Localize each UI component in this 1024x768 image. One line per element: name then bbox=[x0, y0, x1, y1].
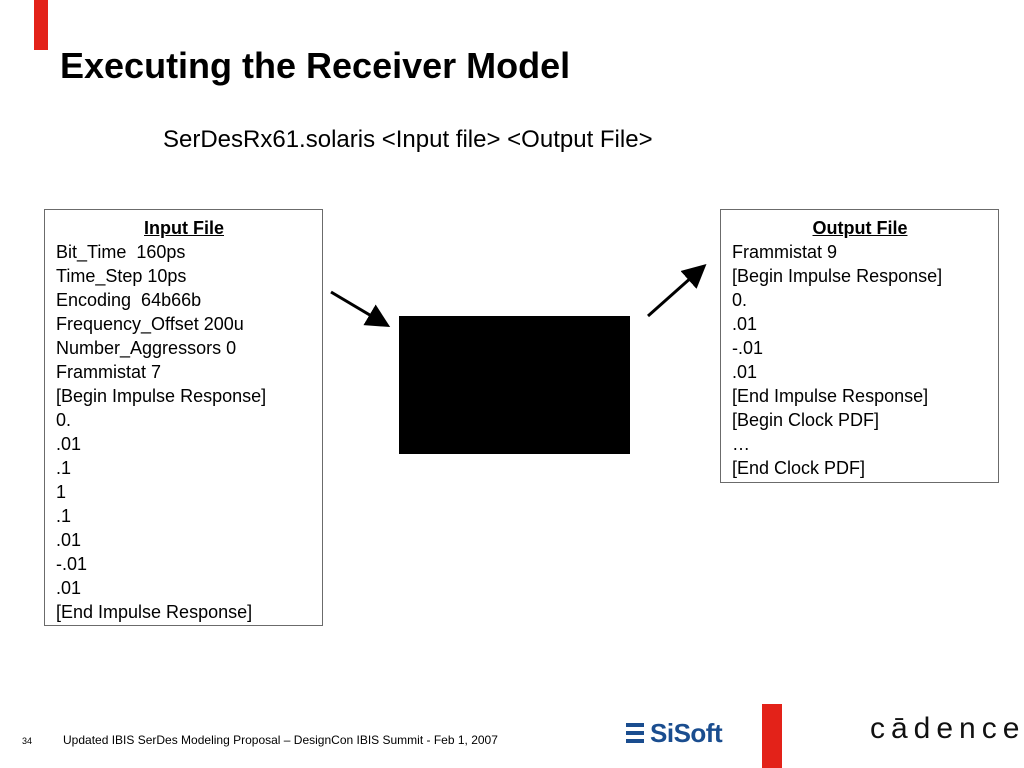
input-file-line: .1 bbox=[56, 506, 72, 526]
output-file-line: .01 bbox=[732, 362, 758, 382]
command-line: SerDesRx61.solaris <Input file> <Output … bbox=[163, 126, 653, 153]
sisoft-logo-text: SiSoft bbox=[650, 717, 723, 748]
output-file-line: [Begin Clock PDF] bbox=[732, 410, 880, 430]
output-file-line: -.01 bbox=[732, 338, 764, 358]
input-file-line: [End Impulse Response] bbox=[56, 602, 253, 622]
slide-title: Executing the Receiver Model bbox=[60, 45, 571, 86]
input-file-line: Number_Aggressors 0 bbox=[56, 338, 237, 358]
input-file-box: Input File Bit_Time 160ps Time_Step 10ps… bbox=[44, 209, 323, 626]
input-file-line: Encoding 64b66b bbox=[56, 290, 202, 310]
output-file-line: [End Clock PDF] bbox=[732, 458, 866, 478]
output-file-line: [End Impulse Response] bbox=[732, 386, 929, 406]
sisoft-logo: SiSoft bbox=[626, 716, 723, 750]
cadence-logo: cādenceTM bbox=[870, 712, 1024, 746]
input-file-line: 0. bbox=[56, 410, 72, 430]
output-file-heading: Output File bbox=[812, 218, 908, 238]
output-file-line: .01 bbox=[732, 314, 758, 334]
output-file-line: … bbox=[732, 434, 750, 454]
output-file-line: 0. bbox=[732, 290, 748, 310]
sisoft-logo-icon bbox=[626, 721, 644, 745]
input-file-line: Time_Step 10ps bbox=[56, 266, 187, 286]
output-file-line: [Begin Impulse Response] bbox=[732, 266, 943, 286]
input-file-line: .1 bbox=[56, 458, 72, 478]
input-file-line: .01 bbox=[56, 530, 82, 550]
input-arrow bbox=[330, 290, 391, 328]
input-file-line: .01 bbox=[56, 578, 82, 598]
page-number: 34 bbox=[22, 736, 33, 746]
accent-bar bbox=[34, 0, 48, 50]
cadence-logo-text: cādence bbox=[870, 712, 1024, 745]
footer-text: Updated IBIS SerDes Modeling Proposal – … bbox=[63, 733, 498, 747]
input-file-line: [Begin Impulse Response] bbox=[56, 386, 267, 406]
input-file-line: Bit_Time 160ps bbox=[56, 242, 186, 262]
output-arrow bbox=[647, 264, 707, 318]
input-file-line: Frammistat 7 bbox=[56, 362, 162, 382]
output-file-box: Output File Frammistat 9 [Begin Impulse … bbox=[720, 209, 999, 483]
input-file-heading: Input File bbox=[144, 218, 224, 238]
footer-red-bar bbox=[762, 704, 782, 768]
receiver-model-box bbox=[399, 316, 630, 454]
output-file-line: Frammistat 9 bbox=[732, 242, 838, 262]
input-file-line: -.01 bbox=[56, 554, 88, 574]
input-file-line: Frequency_Offset 200u bbox=[56, 314, 244, 334]
input-file-line: .01 bbox=[56, 434, 82, 454]
input-file-line: 1 bbox=[56, 482, 67, 502]
